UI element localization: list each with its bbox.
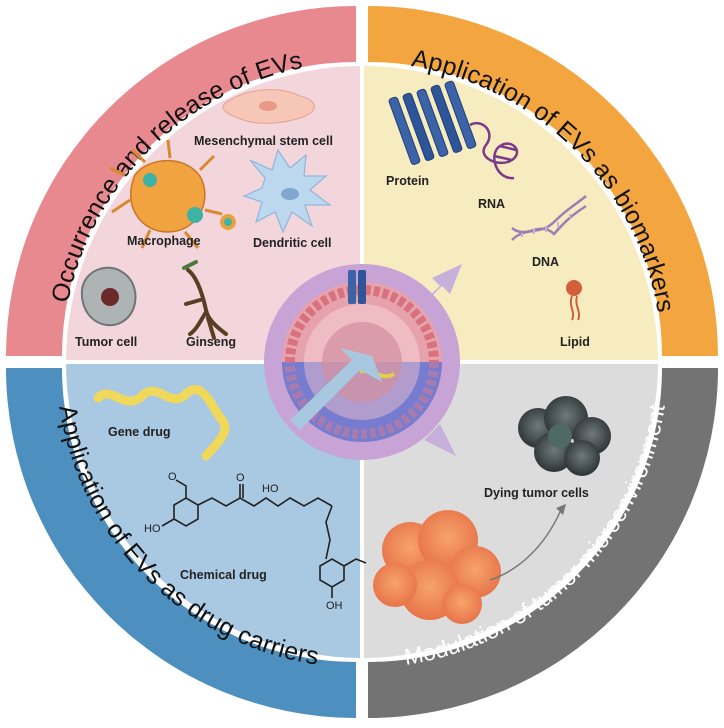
label-ho-enol: HO bbox=[262, 483, 279, 495]
dendritic-cell-icon bbox=[242, 148, 332, 234]
rna-icon bbox=[469, 122, 519, 180]
label-chemical-drug: Chemical drug bbox=[180, 568, 267, 582]
lipid-icon bbox=[566, 280, 582, 321]
label-o-methyl: O bbox=[168, 471, 177, 483]
label-lipid: Lipid bbox=[560, 335, 590, 349]
outer-ring bbox=[6, 6, 718, 718]
tumor-cell-icon bbox=[80, 266, 137, 327]
label-gene-drug: Gene drug bbox=[108, 425, 171, 439]
label-dendritic: Dendritic cell bbox=[253, 236, 332, 250]
protein-icon bbox=[388, 80, 477, 165]
ginseng-icon bbox=[182, 260, 228, 340]
arrow-bottom-left bbox=[290, 348, 382, 430]
label-msc: Mesenchymal stem cell bbox=[194, 134, 333, 148]
healthy-tumor-cluster-icon bbox=[373, 510, 501, 624]
label-dying-tumor: Dying tumor cells bbox=[484, 486, 589, 500]
gene-drug-icon bbox=[93, 385, 230, 461]
chemical-drug-structure bbox=[161, 479, 367, 598]
label-protein: Protein bbox=[386, 174, 429, 188]
label-ketone-o: O bbox=[236, 472, 245, 484]
central-ev-icon bbox=[264, 264, 460, 460]
dying-tumor-cluster-icon bbox=[518, 396, 611, 476]
macrophage-icon bbox=[109, 139, 236, 249]
label-rna: RNA bbox=[478, 197, 505, 211]
label-oh-right: OH bbox=[326, 600, 343, 612]
label-tumor: Tumor cell bbox=[75, 335, 137, 349]
band-bottom-left bbox=[6, 368, 356, 718]
label-ginseng: Ginseng bbox=[186, 335, 236, 349]
band-top-right bbox=[368, 6, 718, 356]
label-ho-left: HO bbox=[144, 523, 161, 535]
transition-arrowhead bbox=[556, 504, 566, 515]
transition-arrow bbox=[489, 511, 561, 581]
dna-icon bbox=[511, 195, 587, 241]
band-bottom-right bbox=[368, 368, 718, 718]
label-macrophage: Macrophage bbox=[127, 234, 201, 248]
band-top-left bbox=[6, 6, 356, 356]
msc-cell-icon bbox=[222, 89, 315, 124]
label-dna: DNA bbox=[532, 255, 559, 269]
